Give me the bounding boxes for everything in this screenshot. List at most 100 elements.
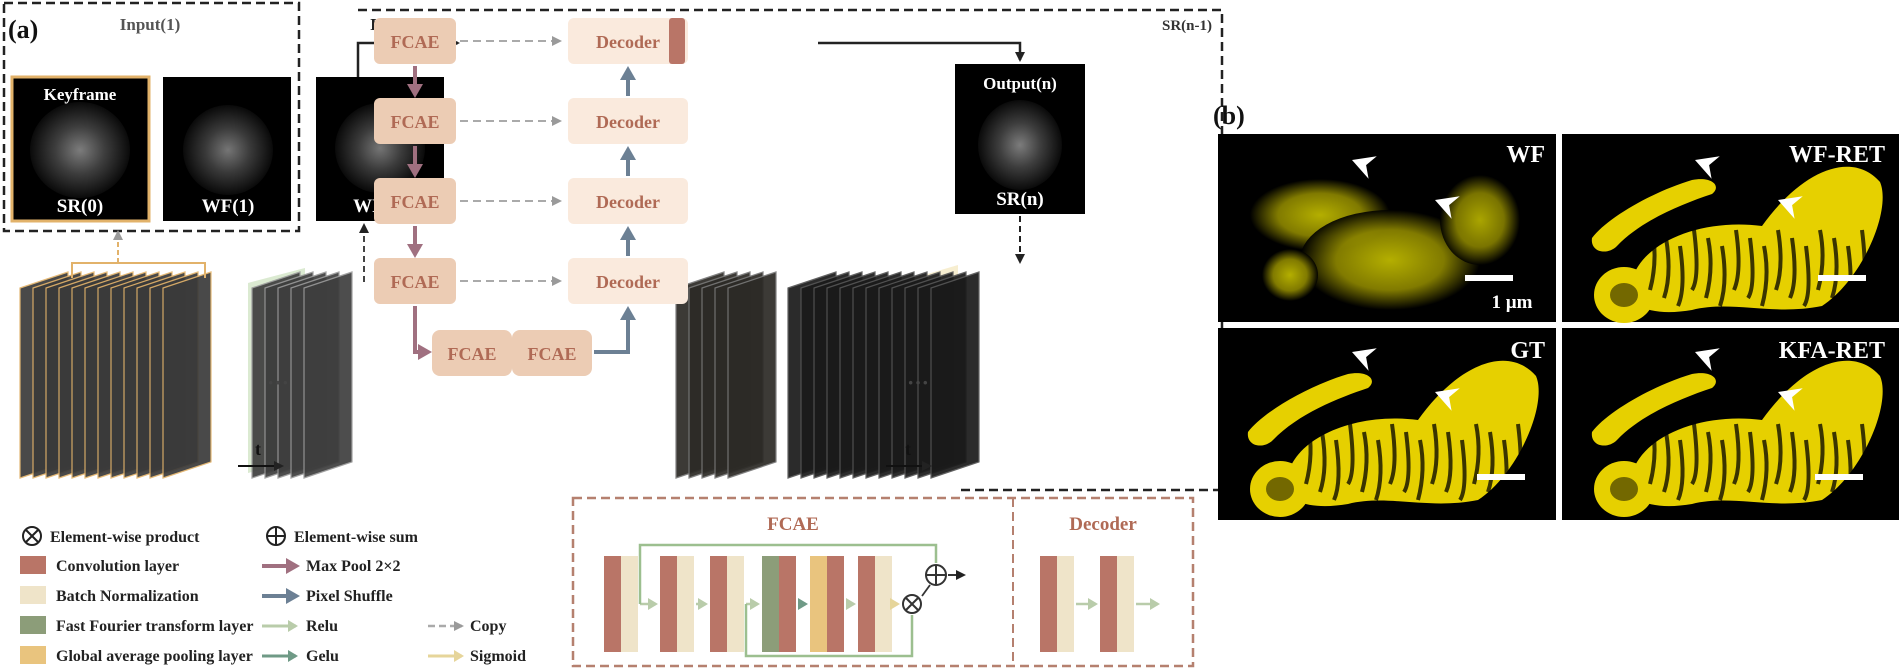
scale-bar-wf bbox=[1465, 275, 1513, 281]
detail-fcae-title: FCAE bbox=[767, 514, 819, 535]
output-cell bbox=[978, 100, 1062, 190]
detail-layer bbox=[621, 556, 638, 652]
mito-hole bbox=[1266, 477, 1294, 501]
input1-box bbox=[2, 1, 301, 233]
mito-crista bbox=[1346, 423, 1355, 486]
detail-layer bbox=[875, 556, 892, 652]
srn1-box bbox=[358, 8, 1224, 492]
mito-crista bbox=[1760, 439, 1769, 501]
detail-layer bbox=[1040, 556, 1057, 652]
legend-product: Element-wise product bbox=[50, 529, 200, 546]
detail-layer bbox=[858, 556, 875, 652]
mito-crista bbox=[1746, 237, 1755, 300]
mito-crista bbox=[1704, 237, 1713, 299]
mito-crista bbox=[1760, 245, 1769, 307]
encoder-block bbox=[374, 258, 456, 304]
legend-gelu: Gelu bbox=[306, 648, 339, 665]
detail-layer bbox=[677, 556, 694, 652]
decoder-label: Decoder bbox=[596, 192, 660, 212]
mito-crista bbox=[1830, 431, 1839, 493]
output-time-label: t bbox=[905, 439, 911, 459]
mito-crista bbox=[1718, 439, 1727, 501]
encoder-label: FCAE bbox=[391, 272, 440, 292]
input-time-label: t bbox=[255, 439, 261, 459]
detail-layer bbox=[1100, 556, 1117, 652]
detail-layer bbox=[1057, 556, 1074, 652]
input-stack-ellipsis: ··· bbox=[267, 370, 289, 395]
mito-crista bbox=[1858, 423, 1867, 486]
mito-crista bbox=[1774, 229, 1783, 291]
maxpool-arrow bbox=[413, 306, 432, 360]
legend-shuffle: Pixel Shuffle bbox=[306, 588, 393, 605]
encoder-block bbox=[374, 178, 456, 224]
mito-crista bbox=[1472, 423, 1481, 485]
mito-crista bbox=[1704, 431, 1713, 493]
bottleneck-block bbox=[512, 330, 592, 376]
detail-layer bbox=[762, 556, 779, 652]
product-icon bbox=[22, 526, 42, 546]
mito-hole bbox=[1610, 477, 1638, 501]
legend-conv: Convolution layer bbox=[56, 558, 179, 575]
input1-label: Input(1) bbox=[120, 15, 180, 34]
decoder-label: Decoder bbox=[596, 112, 660, 132]
mito-upper bbox=[1591, 179, 1716, 252]
arrowhead-icon bbox=[1777, 388, 1803, 411]
mito-crista bbox=[1374, 439, 1383, 501]
srn1-label: SR(n-1) bbox=[1162, 18, 1212, 34]
mito-crista bbox=[1648, 229, 1657, 291]
final-conv-block bbox=[669, 18, 685, 64]
mito-crista bbox=[1486, 431, 1495, 493]
decoder-block bbox=[568, 178, 688, 224]
arrowheads bbox=[1352, 156, 1803, 411]
output-stack-ellipsis: ··· bbox=[907, 370, 929, 395]
arrowhead-icon bbox=[1435, 388, 1460, 411]
encoder-label: FCAE bbox=[391, 112, 440, 132]
panel-b-label: (b) bbox=[1213, 101, 1245, 130]
mito-crista bbox=[1816, 229, 1825, 291]
arrowhead-icon bbox=[1695, 348, 1720, 371]
encoder-block bbox=[374, 18, 456, 64]
mito-upper bbox=[1591, 373, 1716, 446]
keyframe-bracket bbox=[71, 262, 206, 278]
detail-layer bbox=[810, 556, 827, 652]
wf-ret-label: WF-RET bbox=[1789, 142, 1885, 168]
mito-crista bbox=[1444, 431, 1453, 493]
mito-crista bbox=[1416, 439, 1425, 501]
scale-bar-wf-ret bbox=[1818, 275, 1866, 281]
mito-crista bbox=[1802, 245, 1811, 308]
detail-layer bbox=[827, 556, 844, 652]
detail-skip-bottom bbox=[744, 604, 914, 658]
legend-swatch-fft bbox=[20, 616, 46, 634]
mito-crista bbox=[1304, 423, 1313, 485]
legend-swatch-conv bbox=[20, 556, 46, 574]
legend-swatch-gap bbox=[20, 646, 46, 664]
srn-label: SR(n) bbox=[996, 189, 1044, 210]
encoder-label: FCAE bbox=[391, 192, 440, 212]
mito-crista bbox=[1388, 423, 1397, 485]
detail-link bbox=[921, 584, 931, 597]
mito-crista bbox=[1774, 423, 1783, 485]
detail-decoder-title: Decoder bbox=[1069, 514, 1137, 535]
legend-swatch-bn bbox=[20, 586, 46, 604]
arrowhead-icon bbox=[1777, 196, 1803, 219]
decoder-label: Decoder bbox=[596, 272, 660, 292]
mito-crista bbox=[1844, 245, 1853, 307]
keyframe-cell bbox=[30, 102, 130, 198]
stack-frame bbox=[930, 271, 980, 479]
detail-layer bbox=[727, 556, 744, 652]
mito-crista bbox=[1648, 423, 1657, 485]
legend-fft: Fast Fourier transform layer bbox=[56, 618, 253, 635]
legend-maxpool: Max Pool 2×2 bbox=[306, 558, 400, 575]
mito-crista bbox=[1858, 229, 1867, 292]
detail-skip-top bbox=[638, 543, 938, 604]
mito-crista bbox=[1318, 431, 1327, 493]
stack-frame bbox=[162, 271, 212, 479]
mito-crista bbox=[1718, 245, 1727, 307]
legend-bn: Batch Normalization bbox=[56, 588, 199, 605]
decoder-block bbox=[568, 258, 688, 304]
bottleneck-label: FCAE bbox=[448, 344, 497, 364]
keyframe-label: Keyframe bbox=[44, 85, 117, 104]
mito-crista bbox=[1332, 439, 1341, 501]
